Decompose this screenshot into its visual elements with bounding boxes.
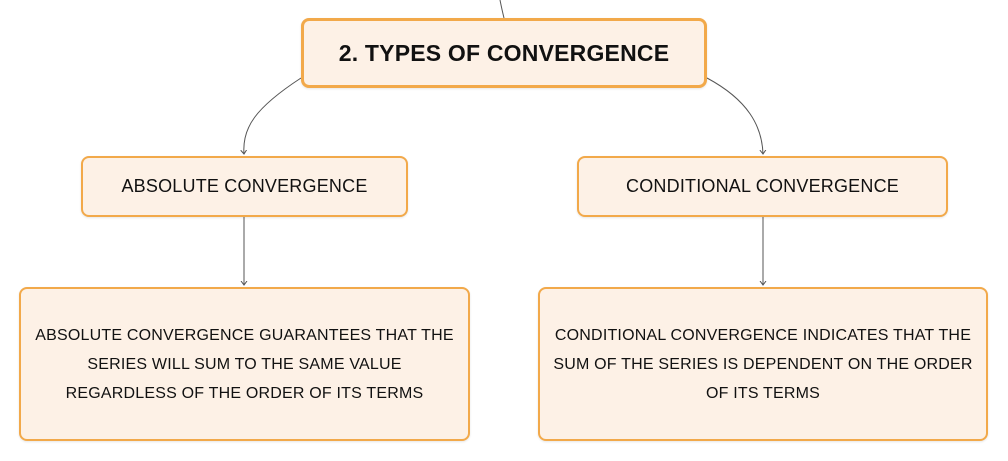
connector-root-to-conditional: [706, 77, 763, 154]
conditional-convergence-label: CONDITIONAL CONVERGENCE: [626, 176, 899, 196]
absolute-convergence-detail-node[interactable]: ABSOLUTE CONVERGENCE GUARANTEES THAT THE…: [19, 287, 470, 441]
incoming-connector: [499, 0, 505, 19]
conditional-convergence-detail-node[interactable]: CONDITIONAL CONVERGENCE INDICATES THAT T…: [538, 287, 988, 441]
absolute-convergence-detail-text: ABSOLUTE CONVERGENCE GUARANTEES THAT THE…: [35, 326, 454, 402]
root-node-label: 2. TYPES OF CONVERGENCE: [338, 39, 670, 66]
absolute-convergence-node[interactable]: ABSOLUTE CONVERGENCE: [81, 156, 408, 217]
conditional-convergence-node[interactable]: CONDITIONAL CONVERGENCE: [577, 156, 948, 217]
connector-root-to-absolute: [244, 77, 302, 154]
conditional-convergence-detail-text: CONDITIONAL CONVERGENCE INDICATES THAT T…: [553, 326, 973, 402]
absolute-convergence-label: ABSOLUTE CONVERGENCE: [121, 176, 368, 196]
root-node[interactable]: 2. TYPES OF CONVERGENCE: [301, 18, 707, 88]
